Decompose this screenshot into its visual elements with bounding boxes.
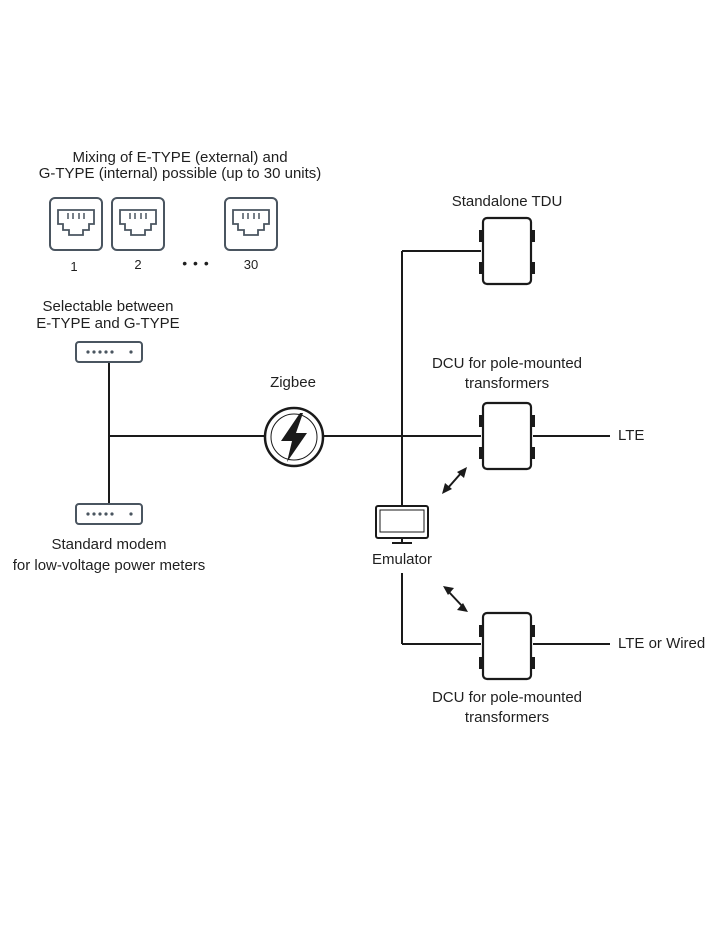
zigbee-label: Zigbee [270, 374, 316, 391]
connection-lines [108, 250, 610, 645]
dcu-bottom-link-label: LTE or Wired [618, 635, 706, 652]
standalone-tdu-label: Standalone TDU [451, 193, 563, 210]
mixing-note-line2: G-TYPE (internal) possible (up to 30 uni… [38, 165, 322, 182]
port-icon-30 [224, 197, 278, 251]
dcu-top-icon [479, 401, 535, 471]
dcu-top-line2: transformers [464, 375, 550, 392]
selectable-note-line2: E-TYPE and G-TYPE [36, 315, 180, 332]
port-icon-2 [111, 197, 165, 251]
double-arrow-icon-top [442, 467, 467, 494]
mixing-note-line1: Mixing of E-TYPE (external) and [72, 149, 288, 166]
standalone-tdu-icon [479, 216, 535, 286]
dcu-bottom-icon [479, 611, 535, 681]
dcu-bottom-line2: transformers [464, 709, 550, 726]
dcu-top-line1: DCU for pole-mounted [431, 355, 583, 372]
ports-ellipsis: • • • [182, 255, 210, 271]
standard-modem-line1: Standard modem [51, 536, 167, 553]
standard-modem-icon [75, 503, 143, 525]
zigbee-lightning-icon [263, 406, 325, 468]
double-arrow-icon-bottom [443, 586, 468, 612]
port-label-2: 2 [134, 257, 142, 272]
port-label-1: 1 [70, 259, 78, 274]
selectable-modem-icon [75, 341, 143, 363]
port-label-30: 30 [243, 257, 259, 272]
dcu-bottom-line1: DCU for pole-mounted [431, 689, 583, 706]
selectable-note-line1: Selectable between [42, 298, 174, 315]
port-icon-1 [49, 197, 103, 251]
emulator-monitor-icon [375, 505, 429, 544]
emulator-label: Emulator [371, 551, 433, 568]
standard-modem-line2: for low-voltage power meters [12, 557, 206, 574]
dcu-top-link-label: LTE [618, 427, 645, 444]
